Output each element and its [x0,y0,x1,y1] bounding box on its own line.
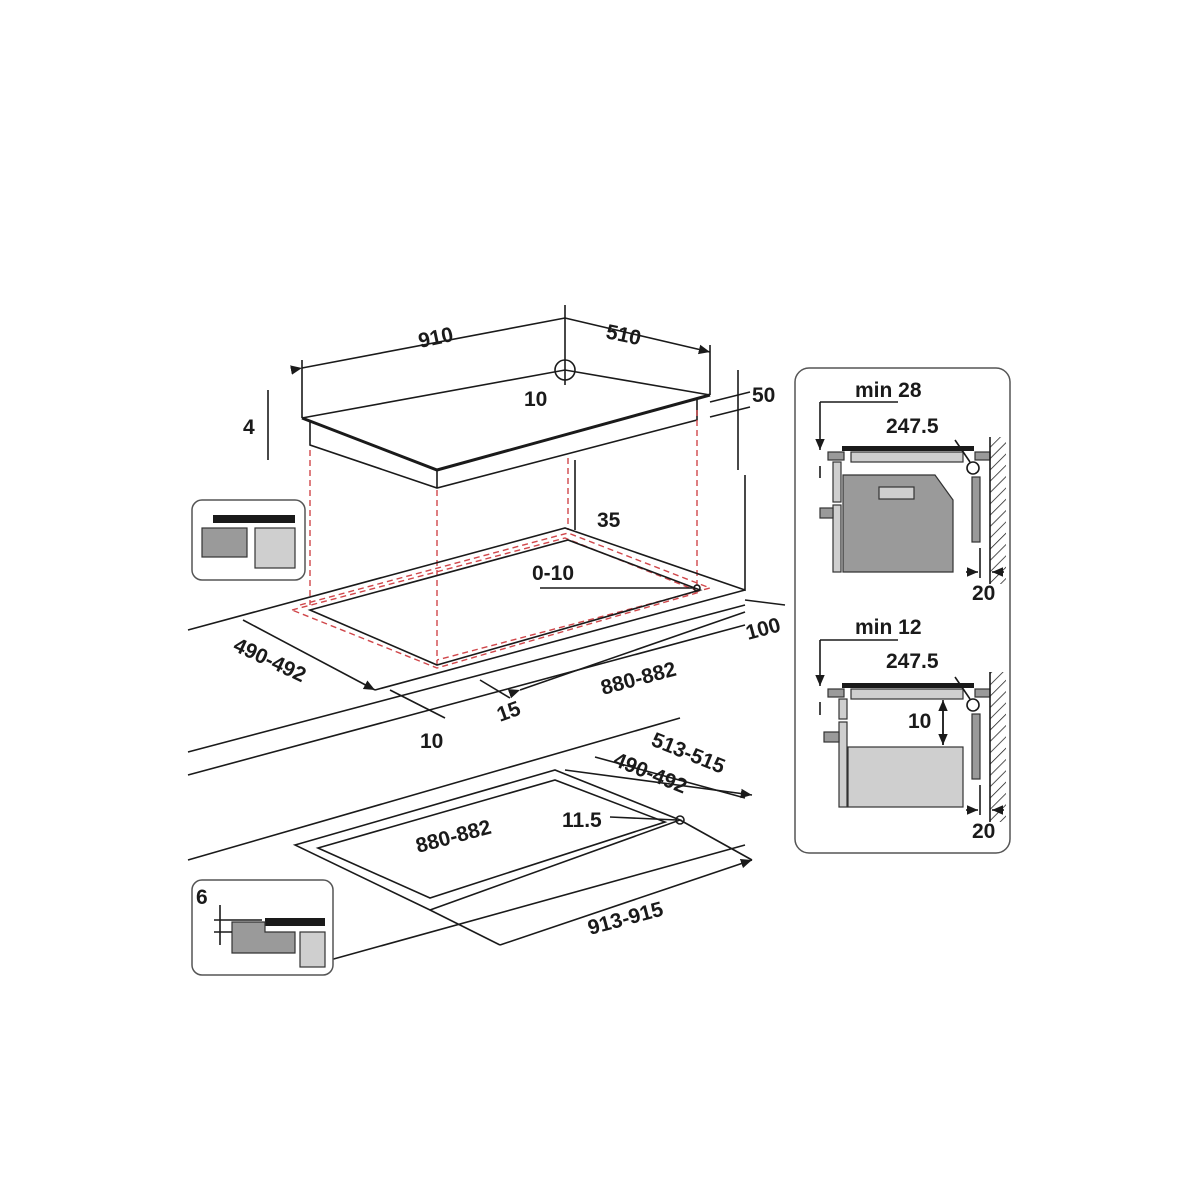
surface-mount-inset [191,499,306,581]
countertop-flush [187,717,753,961]
countertop-top [187,317,786,776]
front-offset-label: 10 [420,730,443,753]
drawer-wall-gap-label: 20 [972,820,995,843]
oven-radius-label: 247.5 [886,415,939,438]
oven-min-label: min 28 [855,379,922,402]
front-gap-label: 15 [494,697,524,727]
flush-outer-width-label: 913-915 [585,898,666,940]
drawer-min-label: min 12 [855,616,922,639]
oven-side-view [815,401,1006,584]
drawer-side-view [815,639,1006,822]
projection-lines [289,410,713,669]
recess-depth-label: 6 [196,886,208,909]
hob-width-label: 910 [416,323,455,353]
glass-thickness-label: 4 [243,416,255,439]
side-clearance-label: 100 [743,614,783,645]
drawer-gap-label: 10 [908,710,931,733]
hob-depth-label: 510 [604,320,643,350]
hob-drawing [301,305,711,489]
cutout-width-label: 880-882 [598,658,678,700]
oven-wall-gap-label: 20 [972,582,995,605]
drawer-radius-label: 247.5 [886,650,939,673]
flush-radius-label: 11.5 [562,809,602,832]
hob-height-label: 50 [752,384,775,407]
flush-mount-inset [191,879,334,976]
hob-corner-label: 10 [524,388,547,411]
cutout-depth-label: 490-492 [230,634,310,687]
rear-clearance-label: 35 [597,509,621,532]
side-views-panel [794,367,1011,854]
tolerance-label: 0-10 [532,562,574,585]
flush-inner-width-label: 880-882 [413,816,493,858]
